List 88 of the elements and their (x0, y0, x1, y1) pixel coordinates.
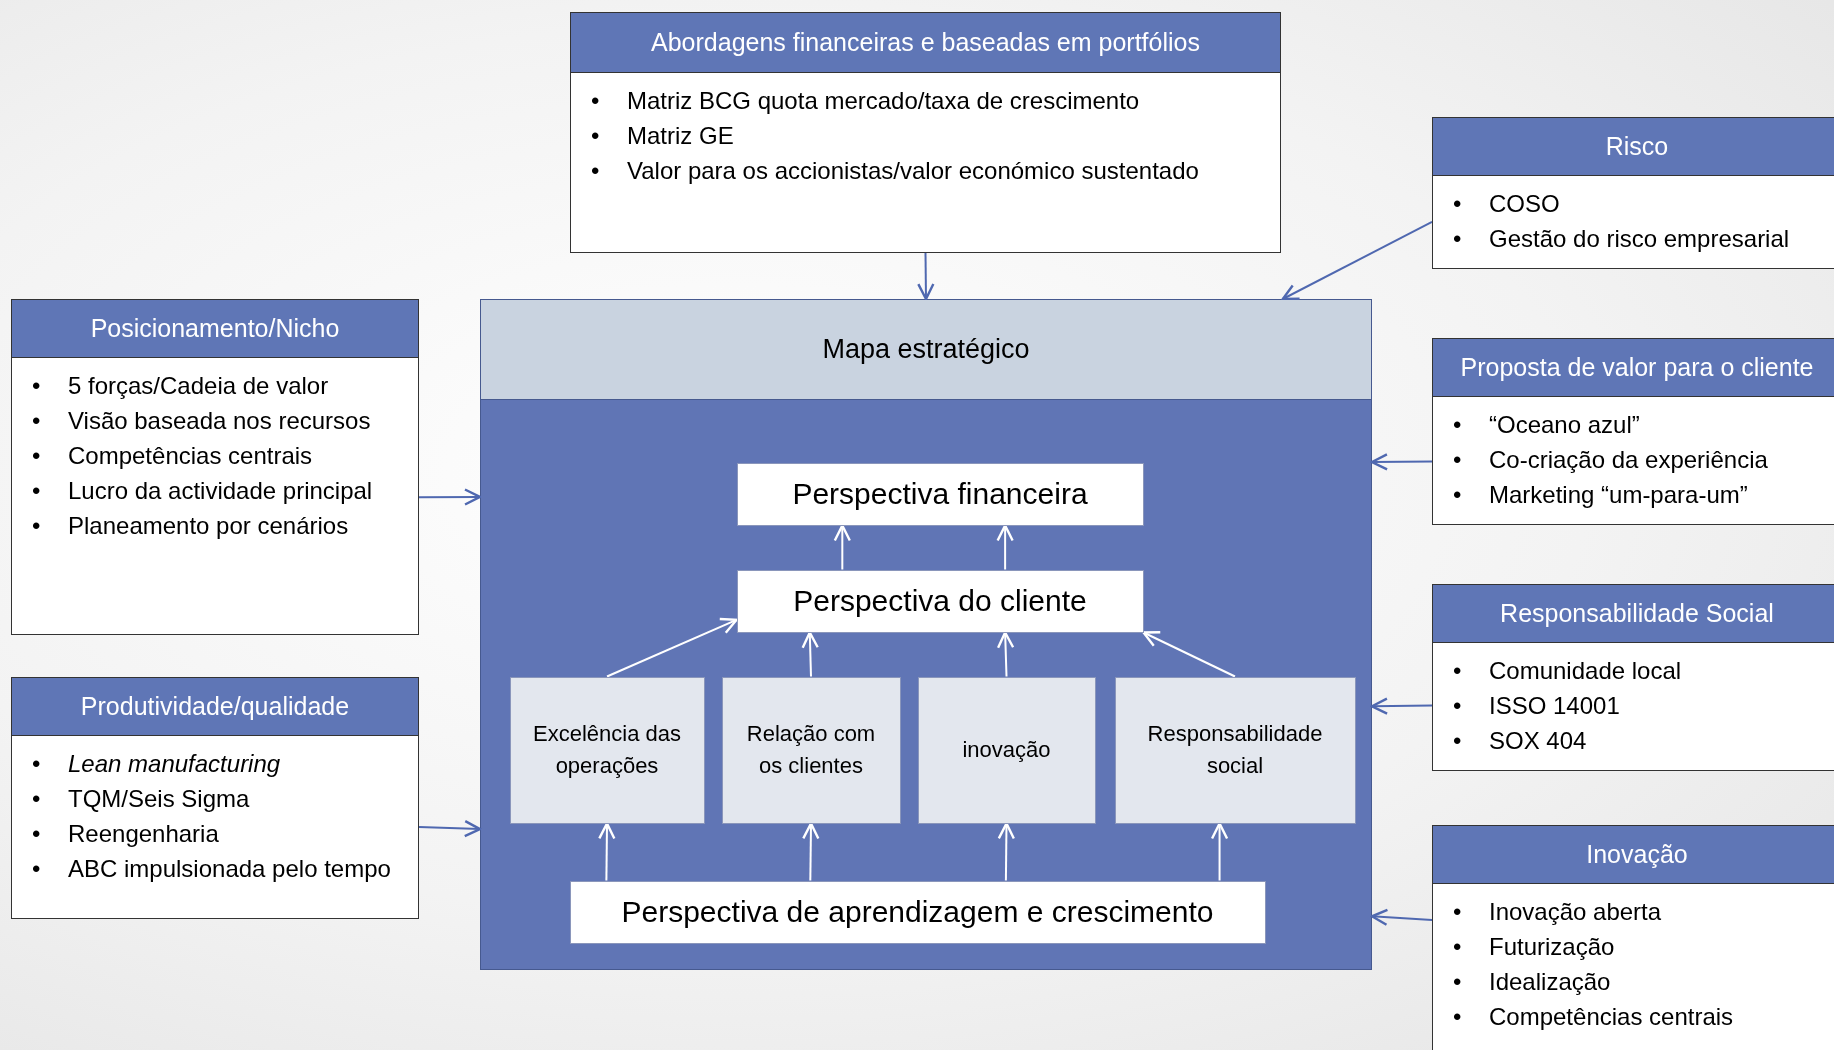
bullet-item: Competências centrais (1489, 1002, 1734, 1032)
bullet-item: Gestão do risco empresarial (1489, 224, 1790, 254)
bullet-mark: • (1453, 189, 1463, 219)
arrow (917, 252, 935, 301)
bullet-item: 5 forças/Cadeia de valor (68, 371, 329, 401)
bullet-mark: • (1453, 445, 1463, 475)
bullet-item: Idealização (1489, 967, 1611, 997)
list-card (1432, 825, 1834, 1050)
bullet-item: “Oceano azul” (1489, 410, 1640, 440)
bullet-item: Matriz GE (627, 121, 734, 151)
bullet-mark: • (1453, 897, 1463, 927)
bullet-mark: • (591, 86, 601, 116)
card-title: Produtividade/qualidade (12, 678, 418, 736)
bullet-item: Marketing “um-para-um” (1489, 480, 1748, 510)
list-card (570, 12, 1281, 253)
perspective-box: Perspectiva do cliente (736, 569, 1144, 633)
arrow (996, 631, 1015, 678)
bullet-item: Lean manufacturing (68, 749, 281, 779)
objective-box: inovação (917, 676, 1096, 824)
arrow (418, 819, 482, 838)
list-card (1432, 117, 1834, 269)
bullet-item: Valor para os accionistas/valor económico sustentado (627, 156, 1199, 186)
bullet-mark: • (1453, 224, 1463, 254)
bullet-mark: • (32, 371, 42, 401)
objective-box: Excelência das operações (509, 676, 705, 824)
bullet-mark: • (32, 854, 42, 884)
bullet-mark: • (32, 749, 42, 779)
list-card (11, 677, 419, 919)
map-panel (480, 299, 1372, 970)
perspective-box: Perspectiva de aprendizagem e crescimento (569, 880, 1266, 944)
bullet-mark: • (1453, 967, 1463, 997)
map-title: Mapa estratégico (481, 300, 1371, 400)
arrow (801, 631, 819, 678)
objective-box: Relação com os clientes (721, 676, 901, 824)
bullet-mark: • (1453, 656, 1463, 686)
bullet-item: Planeamento por cenários (68, 511, 349, 541)
card-title: Responsabilidade Social (1433, 585, 1834, 643)
bullet-item: TQM/Seis Sigma (68, 784, 250, 814)
card-title: Risco (1433, 118, 1834, 176)
arrow (802, 822, 820, 882)
bullet-mark: • (32, 819, 42, 849)
list-card (11, 299, 419, 635)
card-title: Proposta de valor para o cliente (1433, 339, 1834, 397)
arrow (996, 524, 1014, 571)
arrow (1370, 697, 1433, 715)
arrow (1142, 631, 1236, 678)
bullet-item: Comunidade local (1489, 656, 1682, 686)
bullet-item: Inovação aberta (1489, 897, 1662, 927)
bullet-mark: • (591, 121, 601, 151)
bullet-mark: • (1453, 410, 1463, 440)
arrow (1281, 220, 1433, 301)
list-card (1432, 584, 1834, 771)
arrow (1370, 908, 1433, 926)
bullet-mark: • (1453, 691, 1463, 721)
bullet-mark: • (1453, 932, 1463, 962)
bullet-item: SOX 404 (1489, 726, 1587, 756)
arrow (1210, 822, 1229, 882)
bullet-item: Competências centrais (68, 441, 313, 471)
arrow (598, 822, 616, 882)
bullet-item: Reengenharia (68, 819, 219, 849)
bullet-mark: • (1453, 726, 1463, 756)
arrow (606, 617, 738, 678)
arrow (833, 524, 851, 571)
card-title: Inovação (1433, 826, 1834, 884)
bullet-mark: • (32, 406, 42, 436)
bullet-item: Futurização (1489, 932, 1615, 962)
arrow (418, 488, 482, 506)
card-title: Posicionamento/Nicho (12, 300, 418, 358)
bullet-item: COSO (1489, 189, 1560, 219)
bullet-mark: • (32, 784, 42, 814)
arrow (997, 822, 1016, 882)
bullet-item: ABC impulsionada pelo tempo (68, 854, 391, 884)
objective-box: Responsabilidade social (1114, 676, 1356, 824)
bullet-item: ISSO 14001 (1489, 691, 1620, 721)
bullet-mark: • (32, 441, 42, 471)
list-card (1432, 338, 1834, 525)
bullet-mark: • (32, 476, 42, 506)
perspective-box: Perspectiva financeira (736, 462, 1144, 526)
bullet-item: Visão baseada nos recursos (68, 406, 371, 436)
arrow (1370, 453, 1433, 471)
bullet-mark: • (591, 156, 601, 186)
bullet-mark: • (1453, 480, 1463, 510)
bullet-item: Matriz BCG quota mercado/taxa de crescimento (627, 86, 1140, 116)
bullet-item: Lucro da actividade principal (68, 476, 373, 506)
bullet-item: Co-criação da experiência (1489, 445, 1768, 475)
card-title: Abordagens financeiras e baseadas em portfólios (571, 13, 1280, 73)
bullet-mark: • (1453, 1002, 1463, 1032)
bullet-mark: • (32, 511, 42, 541)
